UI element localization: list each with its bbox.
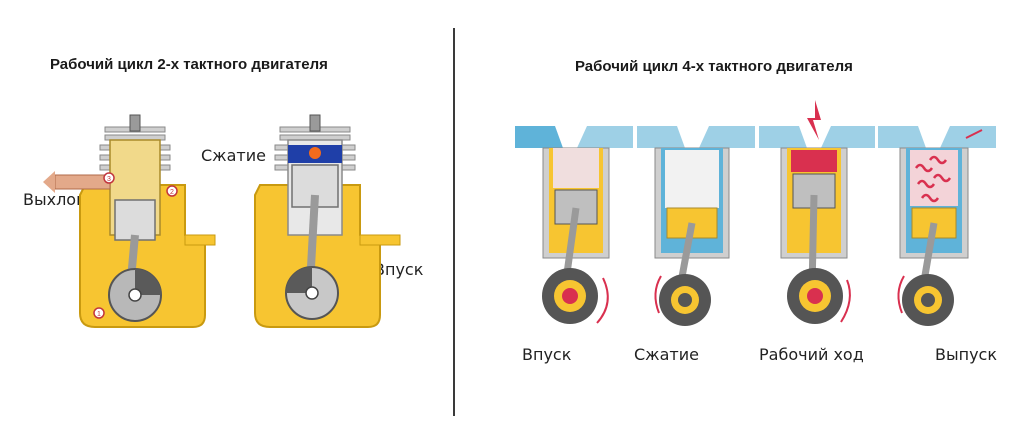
power-stroke-label: Рабочий ход: [759, 345, 864, 364]
exhaust-stroke-engine-icon: [878, 126, 996, 326]
four-stroke-title: Рабочий цикл 4-х тактного двигателя: [575, 58, 853, 75]
two-stroke-title: Рабочий цикл 2-х тактного двигателя: [50, 56, 328, 73]
compression-stroke-engine-icon: [637, 126, 755, 326]
exhaust-label: Выхлоп: [23, 190, 87, 209]
intake-stroke-engine-icon: [515, 126, 633, 324]
compression-stroke-label: Сжатие: [634, 345, 699, 364]
panel-divider: [453, 28, 455, 416]
intake-stroke-label: Впуск: [522, 345, 572, 364]
exhaust-stroke-label: Выпуск: [935, 345, 997, 364]
marker-1: 1: [97, 311, 101, 318]
two-stroke-engine-exhaust-icon: 3 2 1: [43, 114, 216, 328]
marker-2: 2: [170, 189, 174, 196]
power-stroke-engine-icon: [759, 100, 875, 324]
marker-3: 3: [107, 176, 111, 183]
compression-label: Сжатие: [201, 146, 266, 165]
two-stroke-engine-compression-icon: [254, 114, 401, 328]
intake-label: Впуск: [374, 260, 424, 279]
